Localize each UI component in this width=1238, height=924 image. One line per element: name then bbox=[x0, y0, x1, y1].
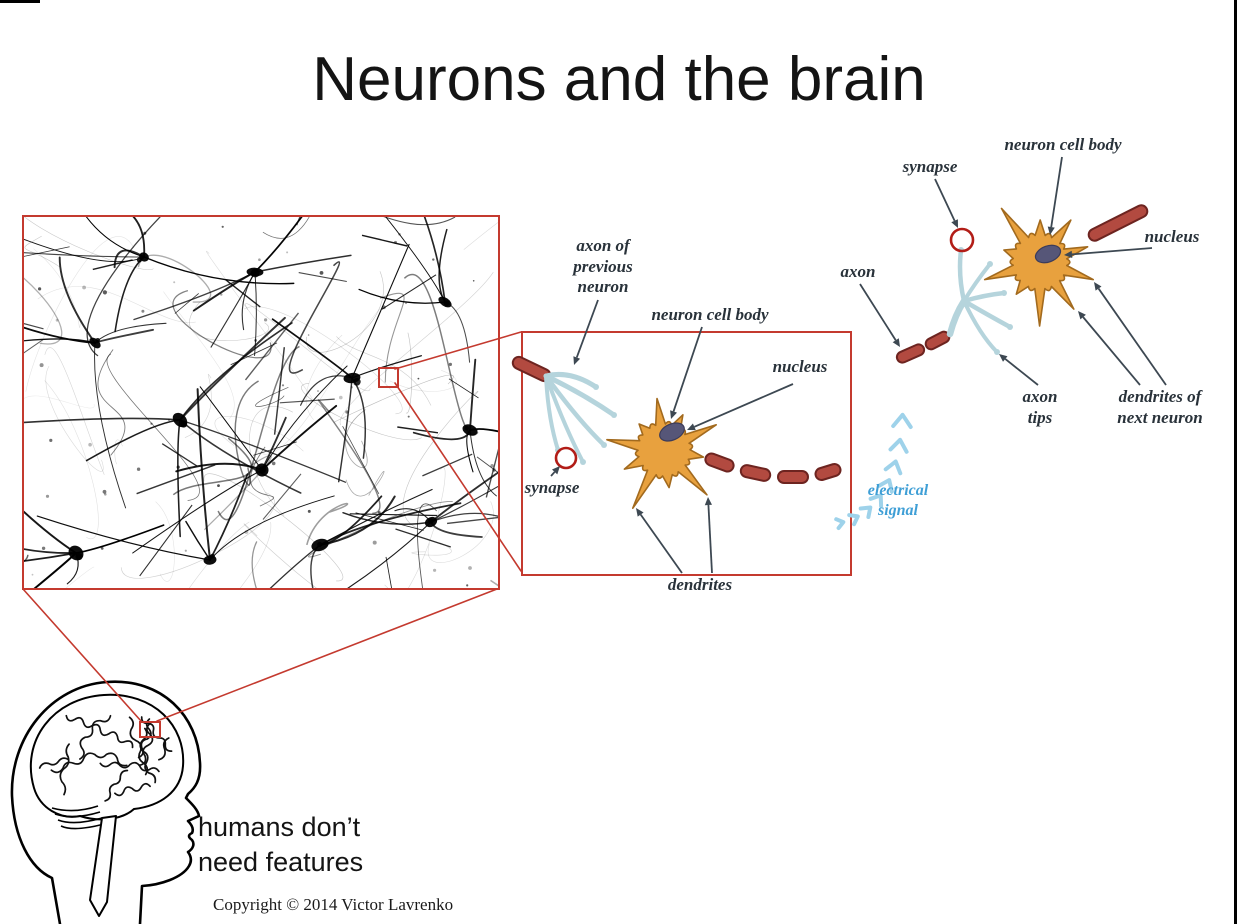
label-nucleus-right: nucleus bbox=[1144, 227, 1200, 246]
page-title: Neurons and the brain bbox=[312, 45, 926, 114]
neuron-micrograph-image bbox=[24, 217, 498, 588]
label-electrical-signal: electrical signal bbox=[867, 482, 929, 519]
label-nucleus-middle: nucleus bbox=[772, 357, 828, 376]
label-dendrites-middle: dendrites bbox=[667, 575, 733, 594]
caption-text: humans don’t need features bbox=[198, 812, 364, 877]
label-neuron-cell-body-right: neuron cell body bbox=[1004, 135, 1122, 154]
slide-top-border bbox=[0, 0, 40, 3]
copyright-text: Copyright © 2014 Victor Lavrenko bbox=[213, 895, 454, 914]
label-dendrites-of-next-neuron: dendrites of next neuron bbox=[1117, 387, 1203, 427]
label-axon-right: axon bbox=[840, 262, 876, 281]
micrograph-frame bbox=[22, 215, 500, 590]
label-axon-of-previous-neuron: axon of previous neuron bbox=[573, 236, 633, 297]
slide-right-border bbox=[1234, 0, 1237, 924]
head-brain-drawing bbox=[10, 680, 202, 924]
label-neuron-cell-body-middle: neuron cell body bbox=[651, 305, 769, 324]
label-axon-tips: axon tips bbox=[1022, 387, 1058, 427]
zoom-source-square-brain bbox=[139, 721, 161, 738]
label-synapse-right: synapse bbox=[902, 157, 958, 176]
label-synapse-middle: synapse bbox=[524, 478, 580, 497]
zoom-source-square-micrograph bbox=[378, 367, 399, 388]
